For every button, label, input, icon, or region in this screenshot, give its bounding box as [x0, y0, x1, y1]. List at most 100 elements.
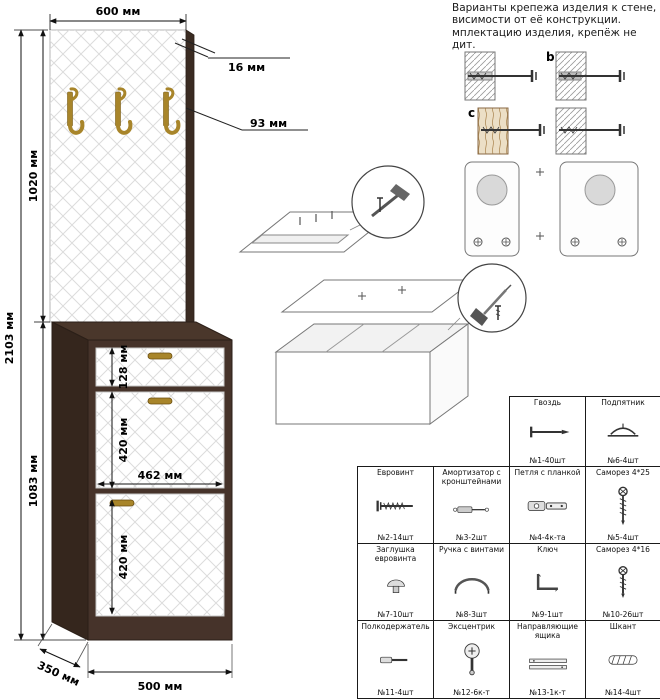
nail-icon — [520, 408, 576, 457]
assembly-step-box — [274, 263, 527, 425]
part-name: Саморез 4*25 — [596, 468, 650, 477]
svg-text:2103 мм: 2103 мм — [3, 312, 16, 364]
dim-cabinet-height: 1083 мм — [27, 321, 46, 641]
mounting-plate-left — [464, 161, 520, 257]
dim-panel-height: 1020 мм — [27, 29, 50, 323]
wall-variant-b-diagram — [555, 51, 625, 101]
part-count: №9-1шт — [531, 609, 564, 619]
screw-4x25-icon — [606, 478, 640, 534]
hammer-icon — [371, 184, 410, 218]
screw-icon — [495, 305, 501, 320]
svg-text:420 мм: 420 мм — [117, 535, 130, 580]
part-name: Подпятник — [601, 398, 645, 407]
drawer-front — [95, 347, 225, 387]
svg-text:93 мм: 93 мм — [250, 117, 287, 130]
wall-variant-d-diagram — [555, 107, 625, 155]
wall-variant-c-label: c — [468, 106, 475, 120]
part-cell: Евровинт №2-14шт — [357, 466, 434, 544]
part-cell: Направляющие ящика №13-1к-т — [509, 620, 586, 699]
part-cell: Саморез 4*25 №5-4шт — [585, 466, 660, 544]
part-count: №8-3шт — [455, 609, 488, 619]
part-cell: Полкодержатель №11-4шт — [357, 620, 434, 699]
screw-cross-icon — [570, 237, 580, 247]
part-count: №2-14шт — [377, 532, 414, 542]
part-count: №12-6к-т — [453, 687, 490, 697]
callout-panel-thickness: 16 мм — [174, 38, 290, 74]
wall-panel — [49, 29, 195, 328]
cam-lock-icon — [452, 632, 492, 689]
note-line: Варианты крепежа изделия к стене, — [452, 2, 657, 14]
part-cell: Ключ №9-1шт — [509, 543, 586, 621]
hinge-icon — [520, 478, 576, 534]
part-count: №6-4шт — [607, 455, 639, 465]
shoe-cabinet — [51, 321, 233, 641]
door-handle — [109, 499, 135, 507]
confirmat-screw-icon — [368, 478, 424, 534]
assembly-illustrations — [238, 165, 527, 425]
part-cell: Шкант №14-4шт — [585, 620, 660, 699]
wall-variant-b-label: b — [546, 50, 555, 64]
part-name: Амортизатор с кронштейнами — [441, 468, 502, 486]
part-count: №13-1к-т — [529, 687, 566, 697]
zoom-circle — [457, 263, 527, 333]
screw-cap-icon — [368, 563, 424, 610]
part-count: №7-10шт — [377, 609, 414, 619]
part-name: Эксцентрик — [447, 622, 496, 631]
part-cell: Петля с планкой №4-4к-та — [509, 466, 586, 544]
part-name: Петля с планкой — [514, 468, 581, 477]
part-count: №3-2шт — [455, 532, 488, 542]
svg-text:1083 мм: 1083 мм — [27, 455, 40, 507]
screw-cross-icon — [501, 237, 511, 247]
note-line: дит. — [452, 39, 476, 52]
svg-text:600 мм: 600 мм — [96, 5, 141, 18]
note-line: висимости от её конструкции. — [452, 14, 622, 27]
coat-hook-icon — [67, 87, 85, 135]
wall-mount-note: Варианты крепежа изделия к стене, висимо… — [452, 2, 660, 52]
part-count: №10-26шт — [602, 609, 644, 619]
mounting-plate-right — [559, 161, 639, 257]
dim-inner-width: 462 мм — [97, 469, 223, 487]
part-count: №4-4к-та — [529, 532, 566, 542]
part-name: Заглушка евровинта — [374, 545, 417, 563]
damper-icon — [444, 486, 500, 533]
part-name: Ключ — [537, 545, 558, 554]
part-count: №5-4шт — [607, 532, 639, 542]
screw-cross-icon — [617, 237, 627, 247]
dim-drawer-height: 128 мм — [109, 345, 130, 389]
part-name: Ручка с винтами — [438, 545, 505, 554]
part-count: №14-4шт — [604, 687, 642, 697]
svg-text:350 мм: 350 мм — [35, 659, 81, 689]
drawer-handle — [147, 352, 173, 360]
door-handle — [147, 397, 173, 405]
assembly-step-drawer — [238, 165, 425, 253]
part-name: Евровинт — [376, 468, 415, 477]
panel-side-edge — [185, 29, 195, 328]
wall-variant-c-diagram — [477, 107, 545, 155]
part-name: Направляющие ящика — [516, 622, 579, 640]
handle-icon — [444, 555, 500, 611]
parts-table: Гвоздь №1-40шт Подпятник №6-4шт — [357, 396, 660, 699]
shelf-support-icon — [368, 632, 424, 689]
part-cell: Эксцентрик №12-6к-т — [433, 620, 510, 699]
note-line: мплектацию изделия, крепёж не — [452, 26, 637, 39]
dowel-icon — [595, 632, 651, 689]
part-count: №11-4шт — [377, 687, 414, 697]
svg-text:420 мм: 420 мм — [117, 418, 130, 463]
screwdriver-icon — [470, 284, 512, 326]
part-cell: Саморез 4*16 №10-26шт — [585, 543, 660, 621]
dim-door-top-height: 420 мм — [109, 391, 130, 489]
part-cell: Амортизатор с кронштейнами №3-2шт — [433, 466, 510, 544]
part-name: Полкодержатель — [361, 622, 430, 631]
svg-text:16 мм: 16 мм — [228, 61, 265, 74]
part-name: Гвоздь — [533, 398, 562, 407]
screw-4x16-icon — [608, 555, 638, 611]
dim-door-bottom-height: 420 мм — [109, 499, 130, 615]
dim-bottom-width: 500 мм — [87, 644, 233, 693]
callout-hook-offset: 93 мм — [185, 107, 308, 131]
dim-total-height: 2103 мм — [3, 29, 86, 641]
nail-icon — [377, 197, 383, 212]
door-top — [95, 391, 225, 489]
coat-hooks — [67, 87, 181, 135]
wall-mount-variants: b c — [464, 50, 639, 257]
